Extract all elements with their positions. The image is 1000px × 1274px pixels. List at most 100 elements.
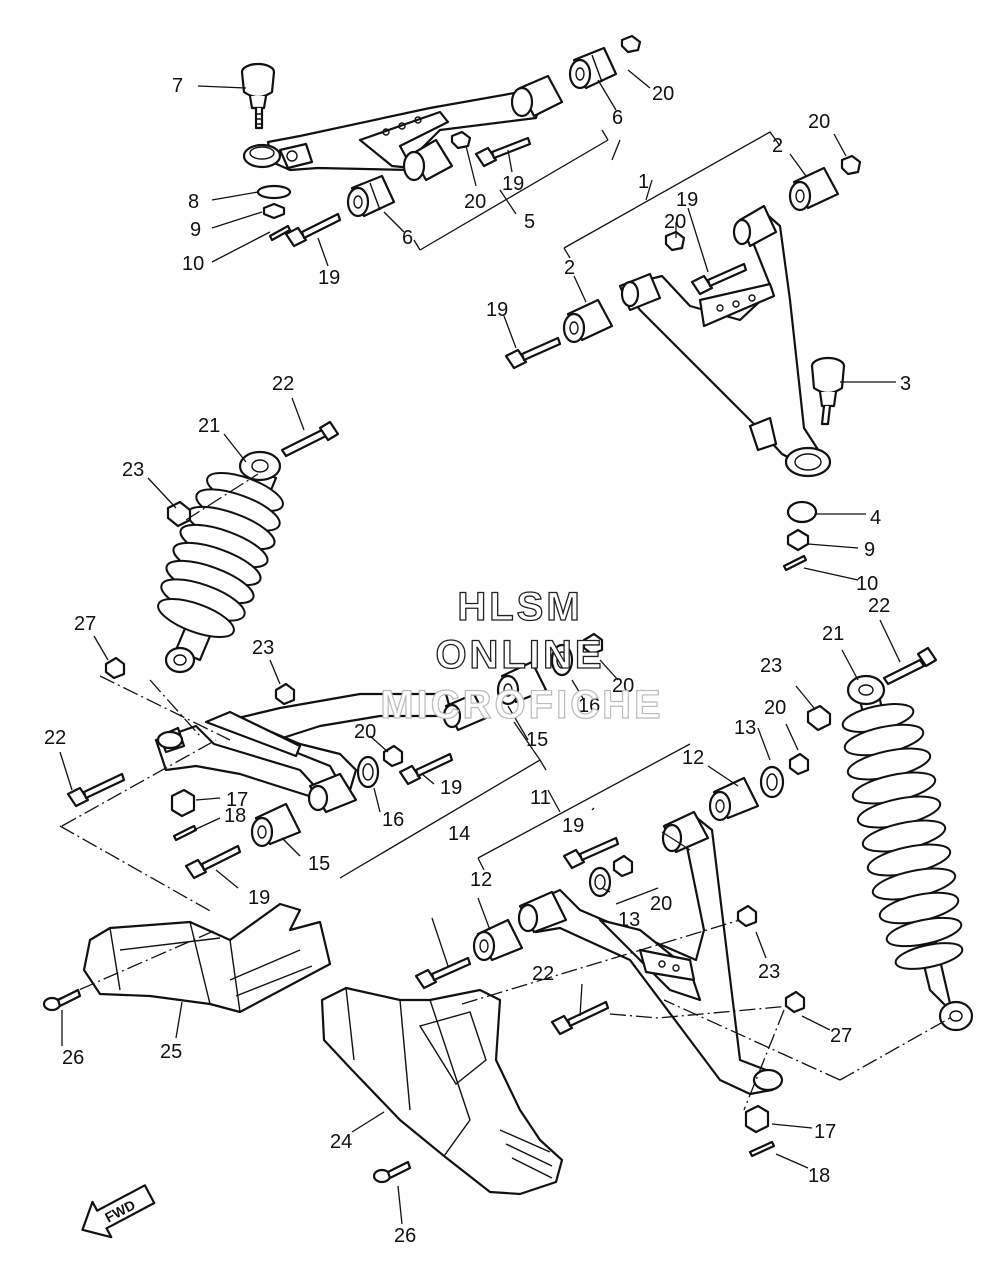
callout-22: 22 (868, 595, 890, 617)
callout-1: 1 (638, 171, 649, 193)
callout-10: 10 (182, 253, 204, 275)
callout-12: 12 (470, 869, 492, 891)
bolt-icon[interactable] (550, 1000, 610, 1036)
callout-7: 7 (172, 75, 183, 97)
ball-joint-icon[interactable] (240, 62, 276, 130)
nut-icon[interactable] (582, 632, 604, 656)
bushing-icon[interactable] (472, 918, 524, 962)
nut-icon[interactable] (104, 656, 126, 680)
bolt-icon[interactable] (66, 772, 126, 808)
callout-17: 17 (226, 789, 248, 811)
callout-5: 5 (524, 211, 535, 233)
fwd-arrow-icon: FWD (81, 1184, 156, 1239)
bolt-icon[interactable] (280, 420, 340, 458)
callout-22: 22 (532, 963, 554, 985)
nut-icon[interactable] (784, 990, 806, 1014)
nut-icon[interactable] (450, 130, 472, 150)
castle-nut-icon[interactable] (170, 788, 196, 818)
ball-joint-icon[interactable] (810, 356, 846, 426)
callout-6: 6 (612, 107, 623, 129)
bushing-icon[interactable] (788, 166, 840, 212)
bolt-icon[interactable] (184, 844, 242, 880)
bushing-icon[interactable] (708, 776, 760, 822)
callout-22: 22 (272, 373, 294, 395)
callout-8: 8 (188, 191, 199, 213)
castle-nut-icon[interactable] (744, 1104, 770, 1134)
callout-22: 22 (44, 727, 66, 749)
callout-20: 20 (464, 191, 486, 213)
bushing-icon[interactable] (250, 802, 302, 848)
callout-3: 3 (900, 373, 911, 395)
watermark-line2: ONLINE (435, 633, 604, 677)
callout-25: 25 (160, 1041, 182, 1063)
callout-23: 23 (758, 961, 780, 983)
callout-24: 24 (330, 1131, 352, 1153)
callout-6: 6 (402, 227, 413, 249)
bushing-icon[interactable] (562, 298, 614, 344)
bolt-icon[interactable] (690, 262, 748, 296)
cotter-pin-icon[interactable] (268, 224, 292, 242)
washer-icon[interactable] (759, 765, 785, 799)
nut-icon[interactable] (262, 202, 286, 220)
bushing-icon[interactable] (346, 174, 396, 218)
guard-plate-icon[interactable] (82, 902, 332, 1014)
callout-19: 19 (502, 173, 524, 195)
assembly-lines (55, 473, 951, 1111)
washer-icon[interactable] (256, 184, 292, 200)
leader-lines (59, 69, 901, 1225)
nut-icon[interactable] (274, 682, 296, 706)
callout-26: 26 (62, 1047, 84, 1069)
washer-icon[interactable] (356, 755, 380, 789)
bolt-icon[interactable] (284, 212, 342, 248)
shock-absorber-icon[interactable] (840, 674, 974, 1032)
callout-19: 19 (676, 189, 698, 211)
nut-icon[interactable] (612, 854, 634, 878)
nut-icon[interactable] (166, 500, 192, 528)
bushing-icon[interactable] (496, 660, 548, 706)
a-arm-icon[interactable] (517, 810, 784, 1096)
callout-23: 23 (122, 459, 144, 481)
nut-icon[interactable] (382, 744, 404, 768)
callout-26: 26 (394, 1225, 416, 1247)
callout-20: 20 (650, 893, 672, 915)
washer-icon[interactable] (550, 643, 574, 677)
guard-plate-icon[interactable] (320, 986, 564, 1196)
callout-14: 14 (448, 823, 470, 845)
cotter-pin-icon[interactable] (748, 1140, 776, 1158)
callout-19: 19 (562, 815, 584, 837)
callout-18: 18 (224, 805, 246, 827)
cotter-pin-icon[interactable] (172, 824, 198, 842)
washer-icon[interactable] (588, 866, 612, 898)
nut-icon[interactable] (786, 528, 810, 552)
callout-23: 23 (760, 655, 782, 677)
callout-21: 21 (198, 415, 220, 437)
bolt-icon[interactable] (882, 646, 938, 686)
watermark-line1: HLSM (457, 585, 582, 629)
bolt-icon[interactable] (414, 956, 472, 990)
a-arm-icon[interactable] (154, 692, 488, 814)
nut-icon[interactable] (840, 154, 862, 176)
nut-icon[interactable] (664, 230, 686, 252)
callout-15: 15 (308, 853, 330, 875)
bolt-icon[interactable] (474, 136, 532, 168)
a-arm-icon[interactable] (618, 204, 832, 478)
washer-icon[interactable] (786, 500, 818, 524)
upper-arm-left-icon[interactable] (242, 74, 564, 182)
callout-16: 16 (382, 809, 404, 831)
bolt-icon[interactable] (372, 1160, 412, 1184)
bushing-icon[interactable] (568, 46, 618, 90)
bolt-icon[interactable] (398, 752, 454, 786)
nut-icon[interactable] (736, 904, 758, 928)
nut-icon[interactable] (620, 34, 642, 54)
bolt-icon[interactable] (42, 988, 82, 1012)
callout-20: 20 (612, 675, 634, 697)
nut-icon[interactable] (788, 752, 810, 776)
cotter-pin-icon[interactable] (782, 554, 808, 572)
callout-4: 4 (870, 507, 881, 529)
bolt-icon[interactable] (562, 836, 620, 870)
callout-20: 20 (764, 697, 786, 719)
nut-icon[interactable] (806, 704, 832, 732)
bolt-icon[interactable] (504, 336, 562, 370)
callout-20: 20 (664, 211, 686, 233)
